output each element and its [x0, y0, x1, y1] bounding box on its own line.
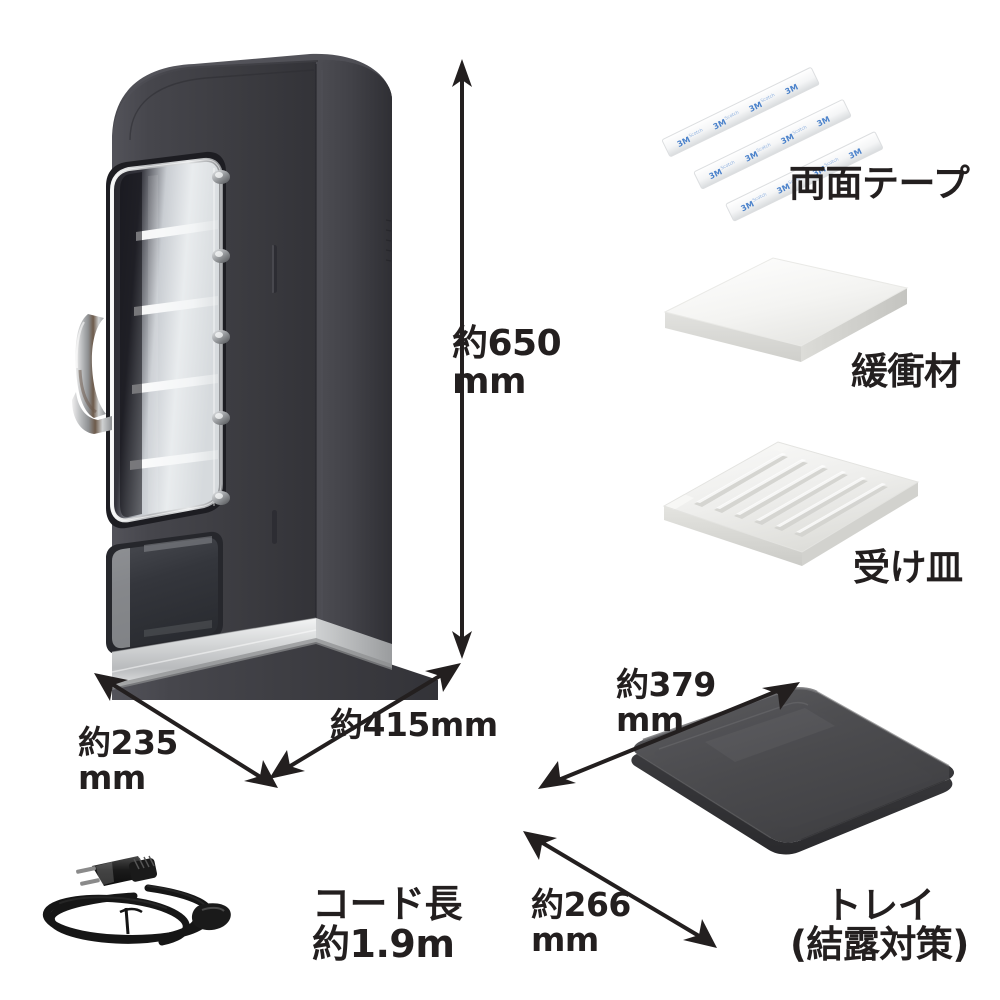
door-studs: [212, 170, 230, 505]
refrigerator-illustration: [72, 53, 438, 700]
tray-depth-dimension-label: 約266 mm: [531, 885, 631, 959]
power-plug: [76, 855, 158, 886]
double-sided-tape-label: 両面テープ: [789, 162, 970, 205]
tray-illustration: [631, 687, 954, 855]
tray-width-dimension-arrow: [538, 682, 800, 789]
side-latch-detail: [272, 245, 277, 544]
tray-label: トレイ (結露対策): [790, 884, 969, 967]
interior-shelves: [130, 220, 218, 470]
dispenser-flap: [106, 531, 223, 655]
power-cord-illustration: [42, 855, 231, 946]
depth-dimension-arrow: [269, 663, 461, 779]
power-cord-label: コード長 約1.9m: [312, 882, 463, 967]
width-dimension-label: 約235 mm: [78, 723, 178, 797]
height-dimension-label: 約650 mm: [452, 323, 562, 403]
tray-depth-dimension-arrow: [523, 831, 717, 948]
width-dimension-arrow: [94, 673, 278, 788]
chrome-handle: [72, 314, 112, 434]
drip-pan-label: 受け皿: [853, 546, 963, 589]
tray-width-dimension-label: 約379 mm: [616, 665, 716, 739]
height-dimension-arrow: [452, 59, 472, 659]
cushioning-material-illustration: [663, 257, 909, 362]
cushioning-material-label: 緩衝材: [851, 350, 961, 393]
depth-dimension-label: 約415mm: [330, 705, 498, 744]
drip-pan-illustration: [662, 441, 920, 566]
cord-connector: [191, 903, 231, 931]
